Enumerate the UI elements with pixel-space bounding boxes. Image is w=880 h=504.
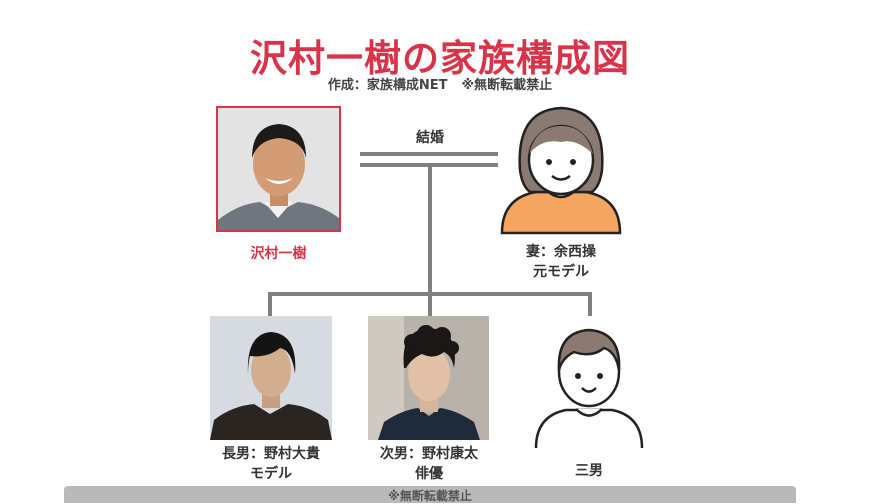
credit-text: 作成：家族構成NET [327, 78, 448, 93]
child3-drop-line [588, 292, 592, 316]
son3-avatar [530, 318, 648, 450]
son2-photo [368, 316, 489, 440]
son1-name: 長男：野村大貴 [222, 446, 320, 462]
son3-name: 三男 [575, 463, 603, 479]
subtitle: 作成：家族構成NET ※無断転載禁止 [0, 74, 880, 93]
page-title: 沢村一樹の家族構成図 [250, 37, 630, 80]
footer-bar: ※無断転載禁止 [64, 486, 796, 503]
child1-drop-line [268, 292, 272, 316]
son1-role: モデル [250, 466, 292, 482]
wife-name: 妻：余西操 [526, 244, 596, 260]
son2-name: 次男：野村康太 [380, 446, 478, 462]
father-name: 沢村一樹 [250, 246, 307, 262]
descent-line [428, 165, 432, 293]
wife-role: 元モデル [533, 264, 589, 280]
son2-role: 俳優 [415, 466, 443, 482]
footer-note: ※無断転載禁止 [388, 489, 472, 503]
son1-photo [210, 316, 332, 440]
marriage-label: 結婚 [416, 130, 444, 146]
father-photo [216, 106, 341, 232]
marriage-line-top [360, 152, 498, 156]
copyright-note: ※無断転載禁止 [461, 78, 553, 93]
wife-avatar [496, 100, 626, 236]
child2-drop-line [428, 292, 432, 316]
